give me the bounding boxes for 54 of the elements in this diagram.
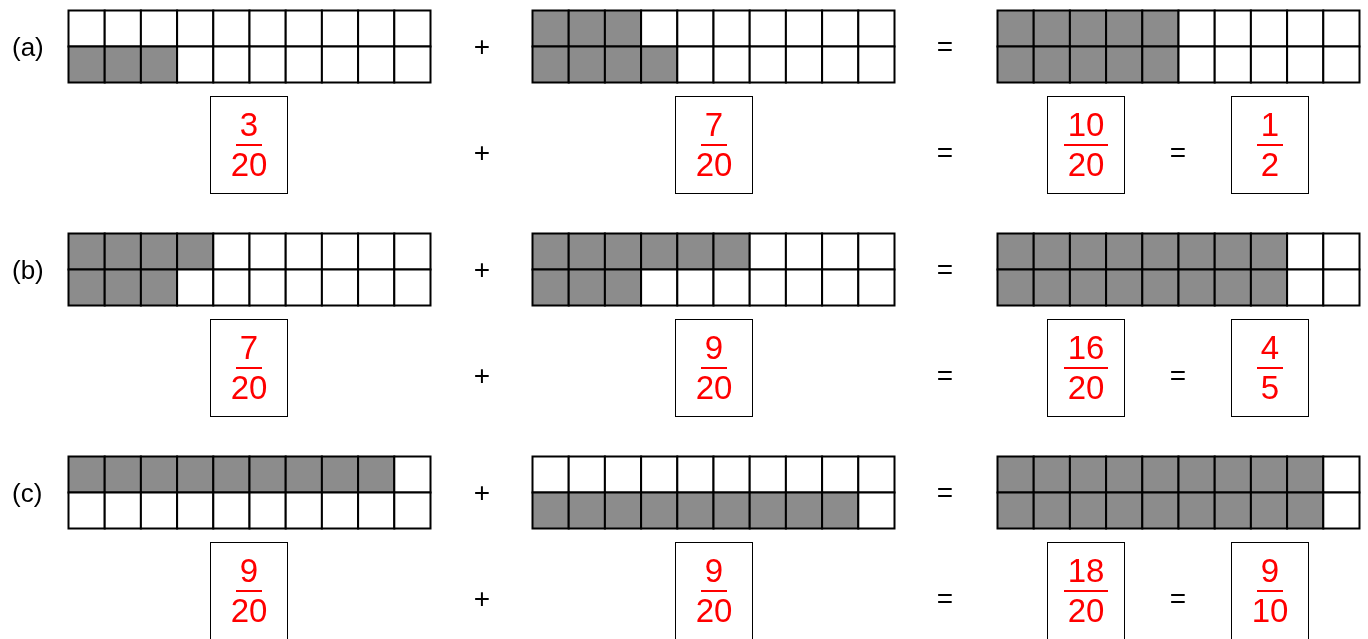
- denominator: 20: [230, 369, 268, 407]
- equals-sign: =: [936, 32, 954, 62]
- numerator: 16: [1063, 329, 1109, 369]
- denominator: 10: [1251, 592, 1289, 630]
- row-label: (b): [12, 255, 44, 285]
- fraction-box: [210, 319, 288, 417]
- numerator: 7: [235, 329, 263, 369]
- plus-sign: +: [473, 138, 491, 168]
- numerator: 7: [700, 106, 728, 146]
- fraction-box: [675, 319, 753, 417]
- fraction-box: [1047, 542, 1125, 639]
- fraction-box: [1231, 542, 1309, 639]
- row-label: (c): [12, 478, 43, 508]
- denominator: 2: [1260, 146, 1280, 184]
- denominator: 20: [1067, 592, 1105, 630]
- equals-sign: =: [936, 478, 954, 508]
- fraction-box: [1231, 96, 1309, 194]
- denominator: 20: [1067, 369, 1105, 407]
- fraction-box: [1047, 96, 1125, 194]
- numerator: 9: [235, 552, 263, 592]
- denominator: 20: [695, 592, 733, 630]
- equals-sign: =: [936, 255, 954, 285]
- numerator: 3: [235, 106, 263, 146]
- fraction-box: [1231, 319, 1309, 417]
- fraction-box: [210, 542, 288, 639]
- equals-sign: =: [1169, 138, 1187, 168]
- denominator: 20: [230, 146, 268, 184]
- equals-sign: =: [1169, 584, 1187, 614]
- denominator: 5: [1260, 369, 1280, 407]
- numerator: 18: [1063, 552, 1109, 592]
- plus-sign: +: [473, 255, 491, 285]
- plus-sign: +: [473, 361, 491, 391]
- denominator: 20: [230, 592, 268, 630]
- plus-sign: +: [473, 584, 491, 614]
- denominator: 20: [695, 146, 733, 184]
- equals-sign: =: [1169, 361, 1187, 391]
- numerator: 9: [700, 552, 728, 592]
- row-label: (a): [12, 32, 44, 62]
- plus-sign: +: [473, 32, 491, 62]
- numerator: 4: [1256, 329, 1284, 369]
- numerator: 9: [700, 329, 728, 369]
- equals-sign: =: [936, 584, 954, 614]
- fraction-box: [675, 96, 753, 194]
- fraction-box: [1047, 319, 1125, 417]
- numerator: 1: [1256, 106, 1284, 146]
- denominator: 20: [695, 369, 733, 407]
- equals-sign: =: [936, 138, 954, 168]
- equals-sign: =: [936, 361, 954, 391]
- numerator: 10: [1063, 106, 1109, 146]
- plus-sign: +: [473, 478, 491, 508]
- numerator: 9: [1256, 552, 1284, 592]
- fraction-box: [675, 542, 753, 639]
- denominator: 20: [1067, 146, 1105, 184]
- fraction-box: [210, 96, 288, 194]
